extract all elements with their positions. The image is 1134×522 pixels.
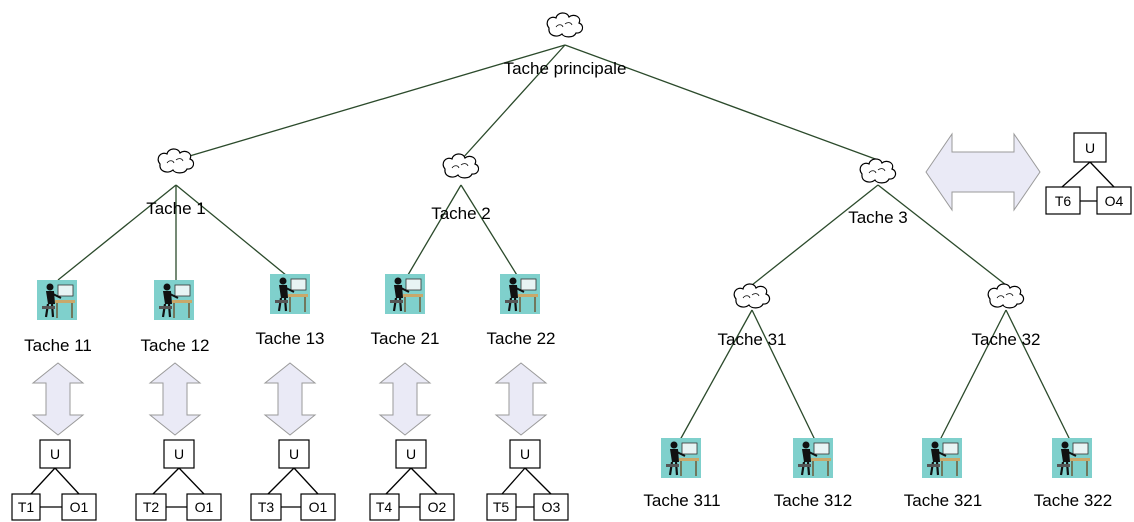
- double-arrow-icon: [925, 132, 1041, 212]
- task-box: T6: [1055, 193, 1072, 209]
- user-box: U: [520, 446, 530, 462]
- cloud-icon: [733, 283, 771, 309]
- task-box: T1: [18, 499, 35, 515]
- user-box: U: [289, 446, 299, 462]
- user-at-computer-icon: [659, 436, 703, 480]
- node-tache-321: Tache 321: [904, 491, 982, 510]
- node-tache-13: Tache 13: [256, 329, 325, 348]
- triad: U T3 O1: [250, 439, 336, 521]
- cloud-icon: [987, 283, 1025, 309]
- object-box: O1: [70, 499, 89, 515]
- node-tache-312: Tache 312: [774, 491, 852, 510]
- triad: U T5 O3: [486, 439, 569, 521]
- triad: U T2 O1: [135, 439, 222, 521]
- object-box: O4: [1105, 193, 1124, 209]
- node-tache-3: Tache 3: [848, 208, 908, 227]
- node-tache-32: Tache 32: [972, 330, 1041, 349]
- user-at-computer-icon: [1050, 436, 1094, 480]
- user-box: U: [406, 446, 416, 462]
- tree-edges: [57, 44, 1071, 441]
- object-box: O2: [428, 499, 447, 515]
- user-at-computer-icon: [152, 278, 196, 322]
- user-at-computer-icon: [383, 272, 427, 316]
- task-box: T3: [258, 499, 275, 515]
- double-arrow-icon: [32, 362, 84, 436]
- node-tache-2: Tache 2: [431, 204, 491, 223]
- user-box: U: [1085, 140, 1095, 156]
- task-box: T2: [143, 499, 160, 515]
- user-at-computer-icon: [268, 272, 312, 316]
- object-box: O3: [542, 499, 561, 515]
- object-box: O1: [309, 499, 328, 515]
- task-box: T5: [493, 499, 510, 515]
- cloud-icon: [442, 153, 480, 179]
- user-at-computer-icon: [498, 272, 542, 316]
- node-tache-31: Tache 31: [718, 330, 787, 349]
- double-arrow-icon: [379, 362, 431, 436]
- triad: U T4 O2: [369, 439, 455, 521]
- user-box: U: [50, 446, 60, 462]
- user-box: U: [174, 446, 184, 462]
- user-at-computer-icon: [791, 436, 835, 480]
- legend-triad: U T6 O4: [1045, 132, 1132, 215]
- node-tache-322: Tache 322: [1034, 491, 1112, 510]
- double-arrow-icon: [264, 362, 316, 436]
- triad: U T1 O1: [11, 439, 97, 521]
- node-tache-21: Tache 21: [371, 329, 440, 348]
- double-arrow-icon: [149, 362, 201, 436]
- node-tache-1: Tache 1: [146, 199, 206, 218]
- cloud-icon: [546, 12, 584, 38]
- cloud-icon: [157, 148, 195, 174]
- node-tache-12: Tache 12: [141, 336, 210, 355]
- user-at-computer-icon: [35, 278, 79, 322]
- double-arrow-icon: [495, 362, 547, 436]
- node-tache-311: Tache 311: [643, 491, 720, 510]
- object-box: O1: [195, 499, 214, 515]
- node-root: Tache principale: [504, 59, 627, 78]
- task-box: T4: [376, 499, 393, 515]
- cloud-icon: [859, 158, 897, 184]
- node-tache-11: Tache 11: [24, 336, 92, 355]
- user-at-computer-icon: [920, 436, 964, 480]
- node-tache-22: Tache 22: [487, 329, 556, 348]
